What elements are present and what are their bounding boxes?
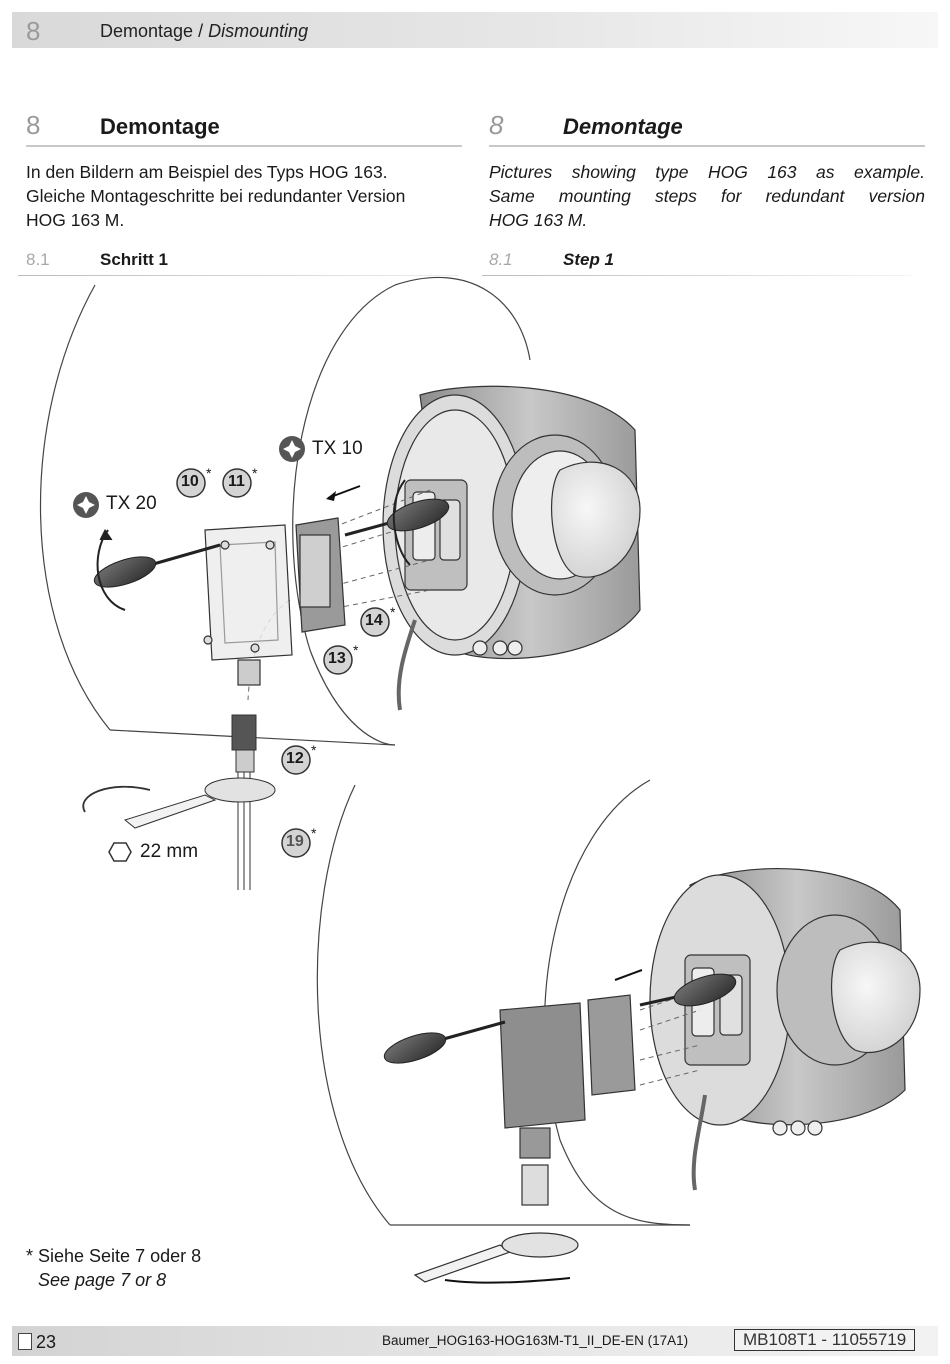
footer-bar: 23 Baumer_HOG163-HOG163M-T1_II_DE-EN (17… [12, 1326, 938, 1356]
lower-encoder [649, 868, 921, 1191]
arrow-icon [614, 969, 643, 981]
hex-wrench-icon [108, 842, 132, 862]
footnote-de: * Siehe Seite 7 oder 8 [26, 1246, 202, 1266]
upper-encoder [382, 385, 641, 711]
lower-connector [413, 994, 636, 1283]
callout-mark: * [353, 642, 359, 658]
section-rule-en [489, 145, 925, 147]
callout-circles [176, 468, 390, 858]
section-rule-de [26, 145, 462, 147]
intro-line-de: Gleiche Montageschritte bei redundanter … [26, 186, 406, 206]
document-name: Baumer_HOG163-HOG163M-T1_II_DE-EN (17A1) [382, 1333, 689, 1348]
screwdriver-tx10 [344, 479, 450, 566]
callout-mark: * [252, 465, 258, 481]
torx-icon [73, 492, 99, 518]
subsection-title-en: Step 1 [563, 250, 615, 269]
intro-line-en: HOG 163 M. [489, 210, 588, 230]
callout-label: 19 [286, 833, 304, 850]
screwdriver-tx20 [93, 529, 221, 611]
callout-label: 12 [286, 750, 304, 767]
section-number-en: 8 [489, 110, 504, 140]
lower-figure [316, 779, 691, 1226]
section-title-de: Demontage [100, 114, 220, 139]
header-bar: 8 Demontage / Dismounting [12, 12, 938, 48]
tool-label-tx20: TX 20 [106, 493, 157, 514]
subsection-rule-en [482, 275, 912, 276]
document-id: MB108T1 - 11055719 [734, 1329, 916, 1351]
header-title: Demontage / Dismounting [100, 21, 308, 42]
wrench-size-label: 22 mm [140, 841, 199, 862]
intro-line-de: In den Bildern am Beispiel des Typs HOG … [26, 162, 388, 182]
header-title-de: Demontage [100, 21, 194, 41]
page-number: 23 [36, 1332, 57, 1352]
header-chapter-number: 8 [26, 16, 41, 46]
lower-dashed-guides [639, 989, 701, 1086]
intro-text-de: In den Bildern am Beispiel des Typs HOG … [26, 160, 448, 232]
arrow-head-icon [326, 491, 336, 501]
subsection-number-en: 8.1 [489, 250, 513, 269]
torx-icon [279, 436, 305, 462]
callout-mark: * [311, 742, 317, 758]
intro-text-en: Pictures showing type HOG 163 as example… [489, 160, 925, 232]
dismounting-illustration [39, 276, 921, 1284]
upper-cable [82, 714, 276, 890]
callout-label: 10 [181, 473, 199, 490]
subsection-number-de: 8.1 [26, 250, 50, 269]
footnote-en: See page 7 or 8 [38, 1270, 167, 1290]
callout-mark: * [206, 465, 212, 481]
tool-label-tx10: TX 10 [312, 438, 363, 459]
header-title-en: Dismounting [208, 21, 309, 41]
callout-mark: * [390, 604, 396, 620]
rotate-arrow-icon [444, 1277, 571, 1284]
subsection-rule-de [18, 275, 458, 276]
header-title-separator: / [193, 21, 209, 41]
callout-label: 14 [365, 612, 383, 629]
intro-line-de: HOG 163 M. [26, 210, 125, 230]
lower-screwdriver [383, 973, 737, 1064]
intro-line-en: Pictures showing type HOG 163 as example… [489, 162, 925, 182]
page-icon [18, 1333, 32, 1350]
subsection-title-de: Schritt 1 [100, 250, 169, 269]
callout-mark: * [311, 825, 317, 841]
intro-line-en: Same mounting steps for redundant versio… [489, 186, 925, 206]
section-number-de: 8 [26, 110, 41, 140]
callout-label: 13 [328, 650, 346, 667]
upper-connector [203, 517, 346, 686]
callout-label: 11 [228, 473, 245, 490]
footnote: * Siehe Seite 7 oder 8 See page 7 or 8 [26, 1244, 201, 1292]
section-title-en: Demontage [563, 114, 683, 139]
